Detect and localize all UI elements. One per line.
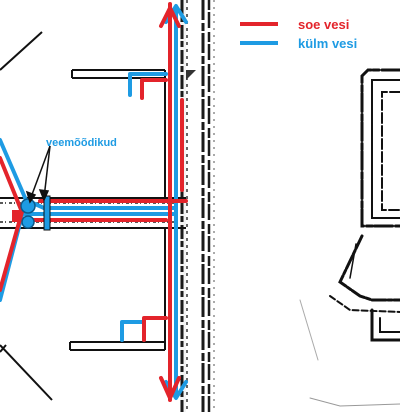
meter-pointers (25, 145, 51, 204)
water-meters (12, 195, 51, 231)
legend-hot-label: soe vesi (298, 17, 349, 32)
meters-label: veemõõdikud (46, 137, 117, 149)
room-outline (0, 31, 53, 401)
legend-cold-label: külm vesi (298, 36, 357, 51)
fixture-sketch (299, 68, 400, 407)
legend: soe vesi külm vesi (240, 17, 357, 51)
wall (180, 0, 215, 412)
